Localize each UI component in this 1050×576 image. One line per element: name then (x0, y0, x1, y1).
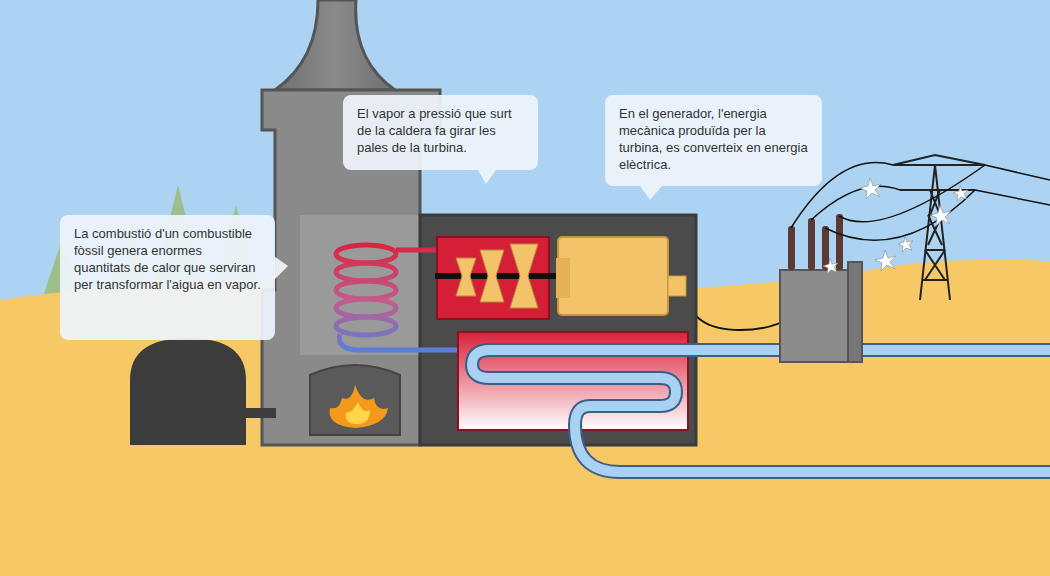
cooling-pipes-outline (472, 350, 1050, 472)
chimney (275, 0, 395, 90)
flame (330, 385, 388, 428)
turbine-blades (456, 244, 538, 308)
pylon (893, 155, 985, 300)
generator-terminal (668, 276, 686, 296)
cooling-pipes (472, 350, 1050, 472)
sparks (823, 178, 968, 274)
generator (558, 237, 668, 315)
callout-tails (274, 170, 662, 280)
firebox (310, 365, 400, 435)
fuel-pipe (246, 408, 276, 418)
fuel-tank (130, 338, 246, 445)
flame-core (346, 402, 370, 424)
power-lines (791, 163, 1050, 241)
boiler-chamber (300, 215, 420, 355)
generator-cable (686, 292, 790, 330)
callout-bubble: El vapor a pressió que surt de la calder… (343, 95, 538, 170)
callout-bubble: La combustió d'un combustible fòssil gen… (60, 215, 275, 340)
turbine-shaft (435, 273, 560, 279)
callout-text: El vapor a pressió que surt de la calder… (357, 105, 524, 156)
generator-coupling (556, 258, 570, 298)
callout-text: La combustió d'un combustible fòssil gen… (74, 225, 261, 294)
transformer (780, 214, 862, 362)
callout-bubble: En el generador, l'energia mecànica prod… (605, 95, 822, 186)
callout-text: En el generador, l'energia mecànica prod… (619, 105, 808, 174)
